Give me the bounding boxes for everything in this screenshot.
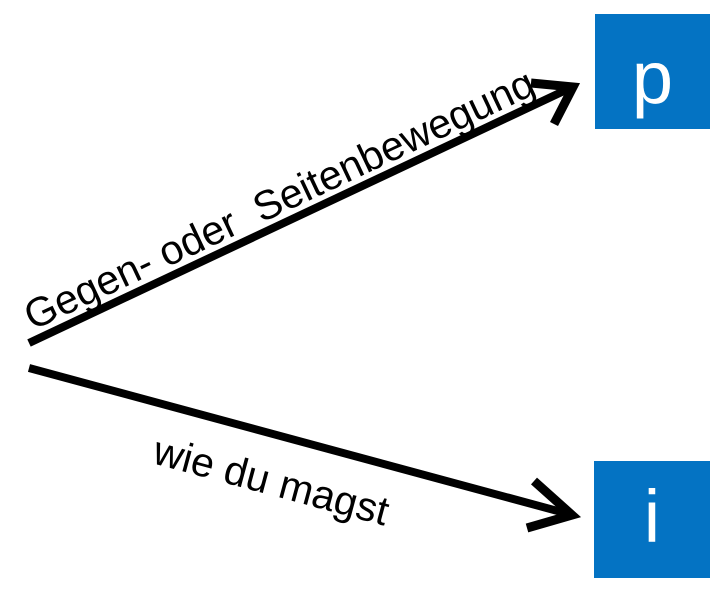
edge-lower-arrowhead bbox=[525, 477, 582, 533]
node-box-p[interactable]: p bbox=[595, 14, 710, 129]
edge-upper-arrow bbox=[27, 78, 581, 347]
edge-lower-line bbox=[27, 364, 567, 517]
edge-upper-line bbox=[27, 86, 568, 347]
node-label-p: p bbox=[631, 35, 674, 119]
edge-lower-arrow bbox=[27, 364, 582, 533]
node-label-i: i bbox=[643, 474, 661, 558]
edge-upper-arrowhead bbox=[530, 78, 581, 127]
node-box-i[interactable]: i bbox=[594, 461, 710, 578]
